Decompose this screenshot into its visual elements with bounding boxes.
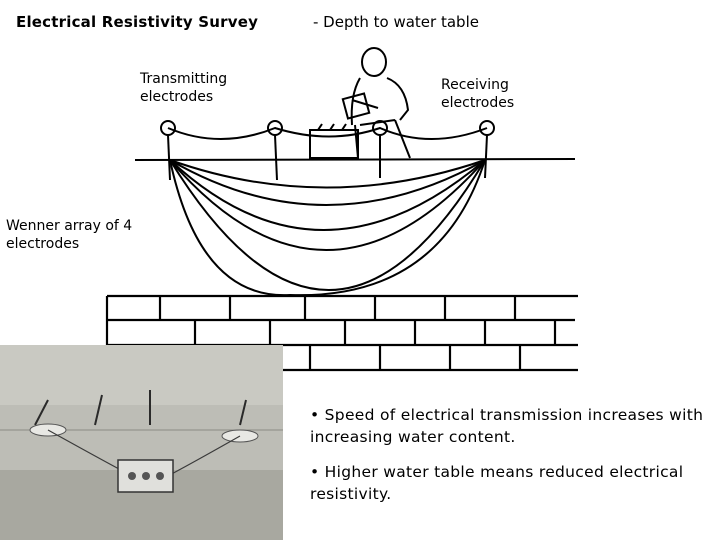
operator-figure — [341, 47, 411, 159]
meter-box — [309, 123, 359, 159]
bullet-water-table: • Higher water table means reduced elect… — [310, 463, 684, 503]
connecting-wire — [167, 126, 488, 140]
diagram-title: Electrical Resistivity Survey — [16, 13, 259, 31]
field-photo — [0, 345, 283, 540]
transmitting-electrodes-label: Transmitting electrodes — [140, 71, 228, 105]
electrode-2 — [267, 120, 283, 181]
current-flow-lines — [169, 159, 486, 297]
wenner-array-label: Wenner array of 4 electrodes — [6, 218, 133, 252]
electrode-3 — [372, 120, 388, 178]
electrode-4 — [479, 120, 495, 179]
ground-surface-line — [134, 158, 576, 161]
diagram-subtitle: - Depth to water table — [313, 13, 479, 31]
electrode-1 — [160, 120, 176, 181]
receiving-electrodes-label: Receiving electrodes — [441, 77, 515, 111]
bullet-transmission-speed: • Speed of electrical transmission incre… — [310, 406, 704, 446]
